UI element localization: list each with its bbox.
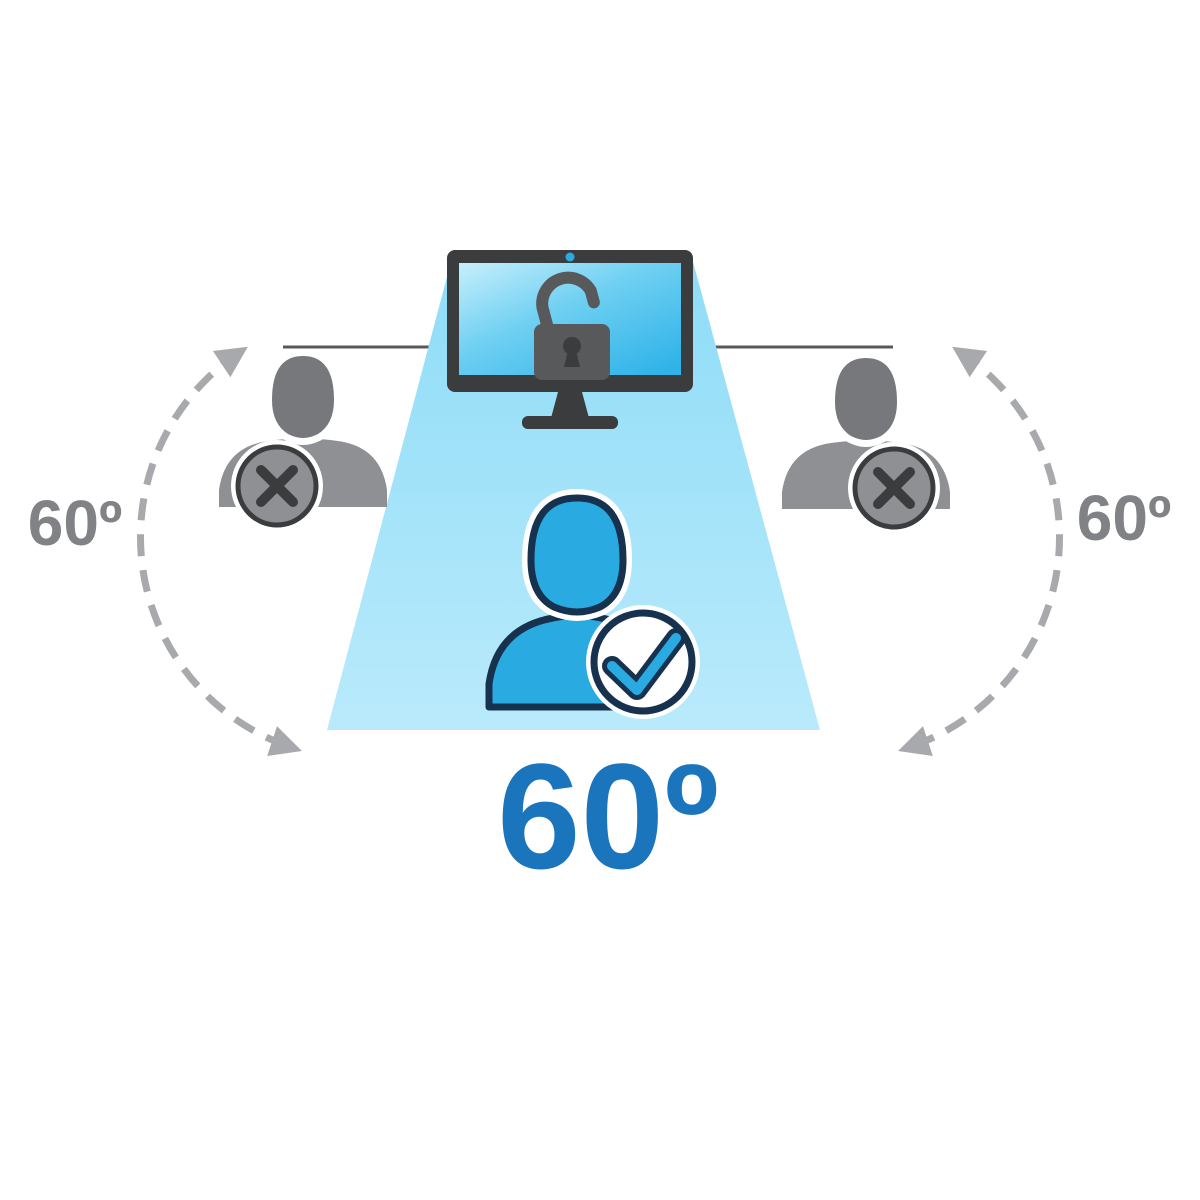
angle-label-bottom: 60º (497, 732, 719, 900)
blocked-viewer-right (782, 350, 950, 534)
x-mark-icon (848, 442, 940, 534)
person-head (272, 356, 334, 438)
padlock-shackle (536, 271, 600, 338)
blocked-viewer-left (219, 348, 387, 532)
unlocked-padlock-icon (534, 271, 610, 380)
check-stroke (607, 633, 681, 695)
angle-arc-right (898, 346, 1064, 757)
webcam-icon (565, 252, 575, 262)
angle-arc-left (136, 346, 302, 757)
check-mark-icon (586, 605, 700, 719)
person-head (527, 494, 627, 616)
angle-label-right: 60º (1077, 482, 1172, 554)
person-head (835, 358, 897, 440)
keyhole-slot (564, 350, 580, 367)
monitor-stand-base (522, 416, 618, 429)
angle-label-left: 60º (28, 487, 123, 559)
keyhole-icon (563, 337, 581, 355)
allowed-viewer (485, 488, 700, 719)
monitor-stand-neck (551, 392, 589, 418)
x-mark-icon (231, 440, 323, 532)
monitor-icon (447, 250, 693, 429)
